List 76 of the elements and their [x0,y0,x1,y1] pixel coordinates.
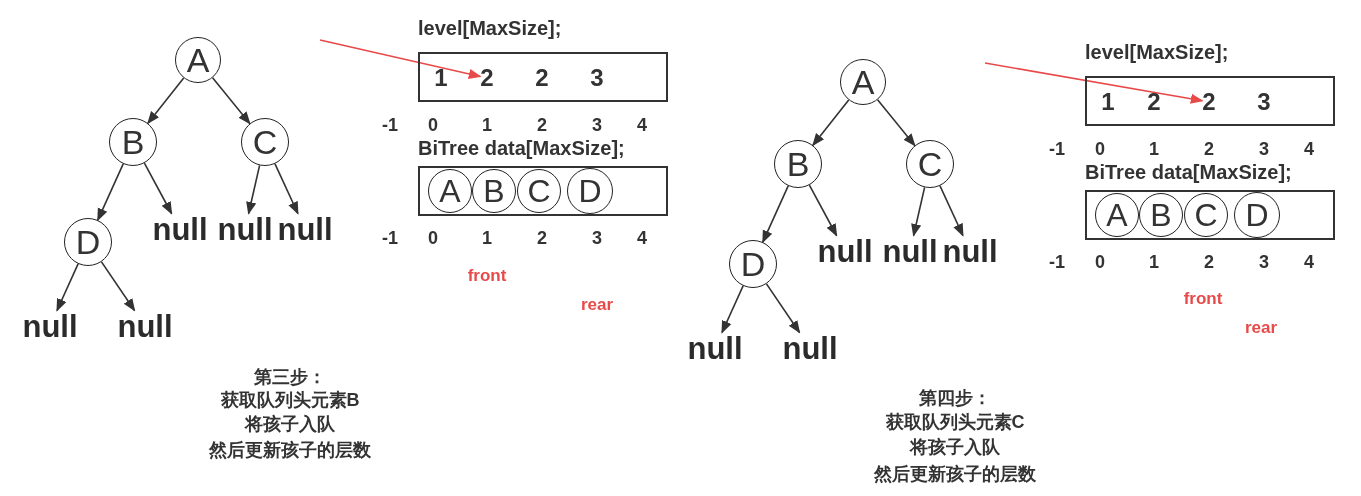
arrow [721,285,744,334]
null-label: null [217,213,273,245]
array-value: 1 [434,66,448,90]
arrow [56,263,79,312]
index-number: -1 [1049,253,1065,271]
index-number: 0 [428,229,438,247]
step-note: 将孩子入队 [245,415,335,433]
pointer-label: rear [580,295,614,313]
index-number: -1 [1049,140,1065,158]
null-label: null [687,332,743,364]
array-value: 2 [1202,90,1216,114]
array-declaration: BiTree data[MaxSize]; [418,138,625,158]
null-label: null [117,310,173,342]
index-number: 1 [482,229,492,247]
index-number: 0 [1095,253,1105,271]
index-number: 0 [428,116,438,134]
step-note: 第四步： [919,389,991,407]
step-note: 将孩子入队 [910,438,1000,456]
index-number: 3 [592,229,602,247]
null-label: null [22,310,78,342]
array-declaration: BiTree data[MaxSize]; [1085,162,1292,182]
pointer-label: front [467,266,507,284]
arrow [812,99,850,147]
index-number: 0 [1095,140,1105,158]
arrow [876,99,916,147]
arrow [808,184,838,237]
null-label: null [817,235,873,267]
index-number: 4 [637,229,647,247]
index-number: 2 [1204,140,1214,158]
index-number: 2 [537,229,547,247]
arrow [246,164,261,215]
step-note: 获取队列头元素C [885,413,1025,431]
arrow [211,77,251,125]
index-number: 2 [1204,253,1214,271]
arrow [765,283,801,334]
array-value: 2 [480,66,494,90]
index-number: 4 [1304,140,1314,158]
index-number: 3 [1259,140,1269,158]
step-note: 然后更新孩子的层数 [209,441,371,459]
arrow [100,261,136,312]
index-number: 4 [1304,253,1314,271]
index-number: 2 [537,116,547,134]
array-value: 2 [1147,90,1161,114]
index-number: 3 [592,116,602,134]
index-number: 1 [1149,140,1159,158]
arrow [911,186,926,237]
index-number: 1 [1149,253,1159,271]
index-number: 3 [1259,253,1269,271]
arrow [319,39,482,79]
array-value: 3 [590,66,604,90]
arrow [762,185,789,244]
pointer-label: front [1183,289,1223,307]
arrow [984,62,1204,104]
array-value: 1 [1101,90,1115,114]
index-number: -1 [382,116,398,134]
index-number: 1 [482,116,492,134]
index-number: -1 [382,229,398,247]
index-number: 4 [637,116,647,134]
array-value: 3 [1257,90,1271,114]
step-note: 第三步： [254,368,326,386]
arrow [143,162,173,215]
array-declaration: level[MaxSize]; [1085,42,1229,62]
step-note: 获取队列头元素B [220,391,360,409]
null-label: null [152,213,208,245]
array-declaration: level[MaxSize]; [418,18,562,38]
null-label: null [277,213,333,245]
pointer-label: rear [1244,318,1278,336]
null-label: null [942,235,998,267]
null-label: null [882,235,938,267]
null-label: null [782,332,838,364]
arrow [274,163,299,215]
array-value: 2 [535,66,549,90]
step-note: 然后更新孩子的层数 [874,465,1036,483]
arrow [97,163,124,222]
arrow [147,77,185,125]
arrow [939,185,964,237]
